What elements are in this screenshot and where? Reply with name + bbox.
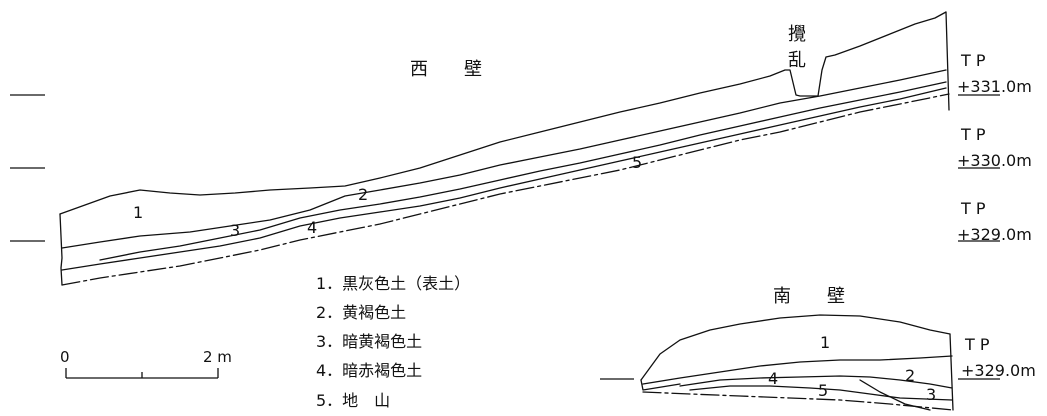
west-boundary-5 [61,93,950,286]
south-layer-number-2: 2 [905,366,915,385]
south-right-edge [949,333,954,411]
disturbance-label-bottom: 乱 [788,50,806,71]
south-boundary-1 [642,355,953,385]
tp-labels: T P +331.0m T P +330.0m T P +329.0m T P … [957,51,1036,380]
disturbance-label-top: 攪 [788,24,806,45]
west-boundary-3 [61,87,947,271]
tp-label-330-tp: T P [960,125,986,144]
south-boundary-3 [689,385,953,401]
south-wall-title: 南 壁 [773,286,845,307]
south-tp-label-value: +329.0m [961,361,1036,380]
legend-item-5: 5．地 山 [316,391,390,410]
south-layer-number-3: 3 [926,385,936,404]
west-right-edge [945,11,950,111]
south-surface-line [640,314,951,381]
tp-label-329-tp: T P [960,199,986,218]
south-left-edge [640,379,681,391]
west-layer-number-5: 5 [632,153,642,172]
svg-labels: 西 壁 攪 乱 1 2 3 4 5 南 壁 1 2 3 4 5 0 2 m [60,24,936,404]
south-layer-number-4: 4 [768,369,778,388]
west-layer-number-1: 1 [133,203,143,222]
tp-label-329-value: +329.0m [957,225,1032,244]
scale-bar [65,368,219,379]
west-boundary-2 [99,81,947,261]
tp-label-331-value: +331.0m [957,77,1032,96]
tp-label-331-tp: T P [960,51,986,70]
legend-item-2: 2．黄褐色土 [316,303,406,322]
south-tp-label-tp: T P [964,335,990,354]
south-boundary-2 [679,375,953,389]
legend-item-1: 1．黒灰色土（表土） [316,274,470,293]
west-left-edge [59,213,63,286]
south-boundary-4 [859,379,931,411]
west-layer-number-3: 3 [230,221,240,240]
tp-label-330-value: +330.0m [957,151,1032,170]
west-layer-number-2: 2 [358,185,368,204]
west-wall-section [59,11,950,286]
legend: 1．黒灰色土（表土） 2．黄褐色土 3．暗黄褐色土 4．暗赤褐色土 5．地 山 [316,274,470,410]
legend-item-4: 4．暗赤褐色土 [316,361,422,380]
west-wall-title: 西 壁 [410,59,482,80]
south-wall-section [640,314,954,411]
west-tp-ticks [10,94,1000,242]
south-layer-number-5: 5 [818,381,828,400]
west-surface-line [59,11,947,215]
west-layer-number-4: 4 [307,218,317,237]
west-boundary-1 [61,69,947,249]
south-boundary-5 [642,391,954,411]
legend-item-3: 3．暗黄褐色土 [316,332,422,351]
scale-start-label: 0 [60,348,70,366]
south-layer-number-1: 1 [820,333,830,352]
scale-end-label: 2 m [203,348,232,366]
